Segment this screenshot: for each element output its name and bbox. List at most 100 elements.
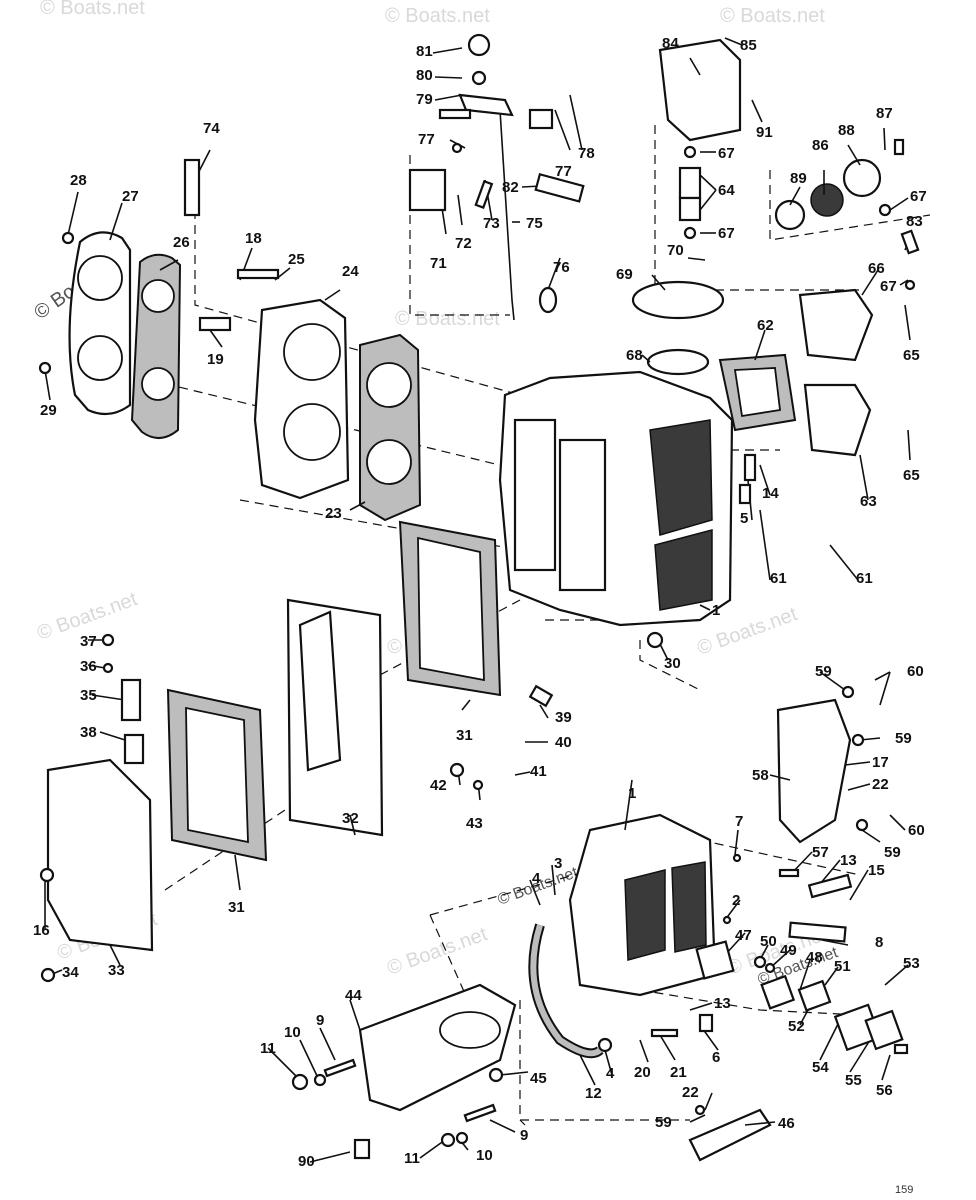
callout-60: 60 [908,822,925,839]
figure-code: 159 [895,1184,913,1196]
callout-85: 85 [740,37,757,54]
callout-77: 77 [418,131,435,148]
callout-47: 47 [735,927,752,944]
callout-38: 38 [80,724,97,741]
callout-78: 78 [578,145,595,162]
callout-14: 14 [762,485,779,502]
callout-3: 3 [554,855,562,872]
callout-72: 72 [455,235,472,252]
callout-43: 43 [466,815,483,832]
callout-35: 35 [80,687,97,704]
callout-90: 90 [298,1153,315,1170]
callout-19: 19 [207,351,224,368]
callout-86: 86 [812,137,829,154]
callout-11: 11 [260,1040,276,1057]
callout-50: 50 [760,933,777,950]
callout-24: 24 [342,263,359,280]
callout-11: 11 [404,1150,420,1167]
callout-69: 69 [616,266,633,283]
callout-59: 59 [655,1114,672,1131]
callout-56: 56 [876,1082,893,1099]
callout-75: 75 [526,215,543,232]
callout-13: 13 [714,995,731,1012]
assembly-line [769,170,931,241]
callout-9: 9 [316,1012,324,1029]
callout-5: 5 [740,510,748,527]
callout-80: 80 [416,67,433,84]
callout-32: 32 [342,810,359,827]
watermark: © Boats.net [395,308,500,330]
callout-41: 41 [530,763,547,780]
callout-48: 48 [806,949,823,966]
callout-30: 30 [664,655,681,672]
callout-82: 82 [502,179,519,196]
callouts: 74 28 27 26 1 8 25 24 19 2 9 23 81 80 79 7… [33,35,927,1196]
callout-2: 2 [732,892,740,909]
callout-36: 36 [80,658,97,675]
callout-6: 6 [712,1049,720,1066]
callout-53: 53 [903,955,920,972]
assembly-line [609,984,861,1016]
callout-31: 31 [228,899,245,916]
callout-27: 27 [122,188,139,205]
callout-74: 74 [203,120,220,137]
callout-25: 25 [288,251,305,268]
callout-8: 8 [875,934,883,951]
callout-22: 22 [682,1084,699,1101]
cylinder-head [253,298,350,500]
callout-59: 59 [815,663,832,680]
callout-81: 81 [416,43,433,60]
callout-67: 67 [718,145,735,162]
watermark: © Boats.net [385,5,490,27]
callout-79: 79 [416,91,433,108]
linkage-rod [458,93,515,321]
exhaust-gasket [166,688,268,862]
callout-68: 68 [626,347,643,364]
callout-57: 57 [812,844,829,861]
callout-33: 33 [108,962,125,979]
callout-59: 59 [884,844,901,861]
callout-37: 37 [80,633,97,650]
callout-59: 59 [895,730,912,747]
cylinder-block [498,370,734,627]
leader-lines [44,37,913,1163]
callout-22: 22 [872,776,889,793]
callout-9: 9 [520,1127,528,1144]
callout-64: 64 [718,182,735,199]
hardware [38,33,920,1160]
callout-39: 39 [555,709,572,726]
callout-62: 62 [757,317,774,334]
callout-66: 66 [868,260,885,277]
head-gasket [359,333,422,522]
callout-4: 4 [606,1065,615,1082]
callout-21: 21 [670,1064,687,1081]
assembly-line [519,1119,526,1126]
callout-23: 23 [325,505,342,522]
callout-83: 83 [906,213,923,230]
crankcase-lower [568,813,717,997]
callout-15: 15 [868,862,885,879]
lower-bracket [688,1108,772,1162]
callout-55: 55 [845,1072,862,1089]
callout-60: 60 [907,663,924,680]
callout-1: 1 [628,785,636,802]
cylinder-head-gasket [130,253,182,439]
watermark: © Boats.net [40,0,145,19]
assembly-line [239,499,521,551]
callout-20: 20 [634,1064,651,1081]
callout-28: 28 [70,172,87,189]
callout-61: 61 [770,570,787,587]
callout-40: 40 [555,734,572,751]
callout-31: 31 [456,727,473,744]
callout-44: 44 [345,987,362,1004]
callout-65: 65 [903,467,920,484]
callout-51: 51 [834,958,851,975]
callout-63: 63 [860,493,877,510]
callout-45: 45 [530,1070,547,1087]
callout-67: 67 [880,278,897,295]
bracket [776,698,852,844]
callout-34: 34 [62,964,79,981]
callout-67: 67 [718,225,735,242]
callout-26: 26 [173,234,190,251]
